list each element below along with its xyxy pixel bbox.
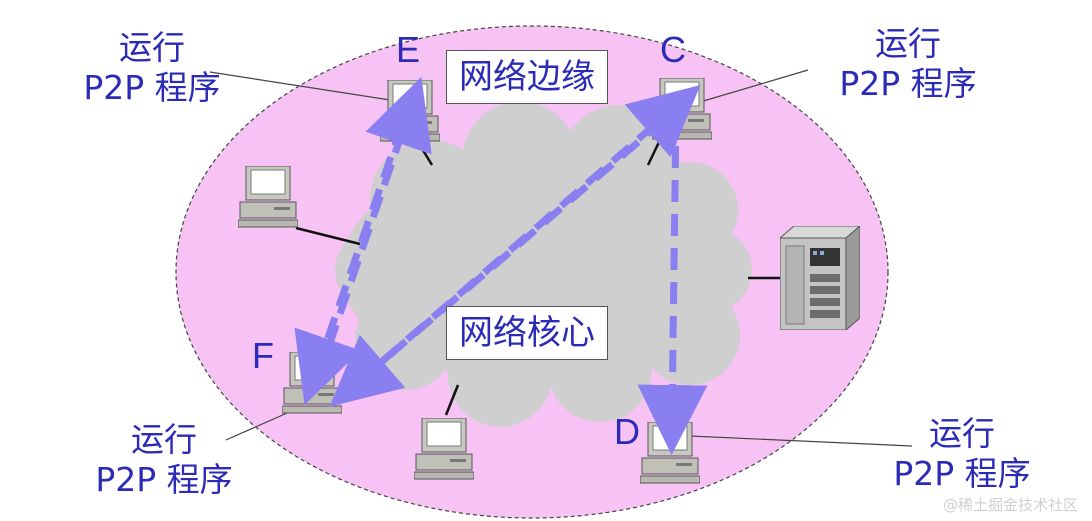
host-computer-icon xyxy=(414,418,474,480)
node-letter-d: D xyxy=(614,411,640,452)
host-f-computer-icon xyxy=(282,352,342,414)
host-e-label-line1: 运行 xyxy=(119,28,185,67)
label-pointers xyxy=(209,69,913,447)
host-e-p2p-label: 运行 P2P 程序 xyxy=(52,28,252,108)
host-d-p2p-label: 运行 P2P 程序 xyxy=(862,414,1062,494)
host-c-p2p-label: 运行 P2P 程序 xyxy=(808,24,1008,104)
node-letter-e: E xyxy=(396,29,421,70)
network-core-label: 网络核心 xyxy=(446,306,608,360)
p2p-arrows xyxy=(294,76,708,455)
host-c-computer-icon xyxy=(652,78,712,140)
host-c-label-line2: P2P 程序 xyxy=(839,64,977,103)
host-f-label-line1: 运行 xyxy=(131,420,197,459)
server-icon xyxy=(780,226,860,330)
host-f-p2p-label: 运行 P2P 程序 xyxy=(64,420,264,500)
host-computer-icon xyxy=(238,166,298,228)
network-edge-label: 网络边缘 xyxy=(446,50,608,104)
host-d-computer-icon xyxy=(640,422,700,484)
host-d-label-line1: 运行 xyxy=(929,414,995,453)
p2p-arrow-e-to-f xyxy=(294,123,406,406)
host-f-label-line2: P2P 程序 xyxy=(95,460,233,499)
host-c-label-line1: 运行 xyxy=(875,24,941,63)
node-letter-f: F xyxy=(252,335,274,376)
node-letter-c: C xyxy=(660,29,686,70)
p2p-arrow-c-to-d xyxy=(637,111,708,455)
host-d-label-line2: P2P 程序 xyxy=(893,454,1031,493)
watermark: @稀土掘金技术社区 xyxy=(942,496,1078,514)
network-core-cloud xyxy=(335,102,752,427)
host-e-label-line2: P2P 程序 xyxy=(83,68,221,107)
